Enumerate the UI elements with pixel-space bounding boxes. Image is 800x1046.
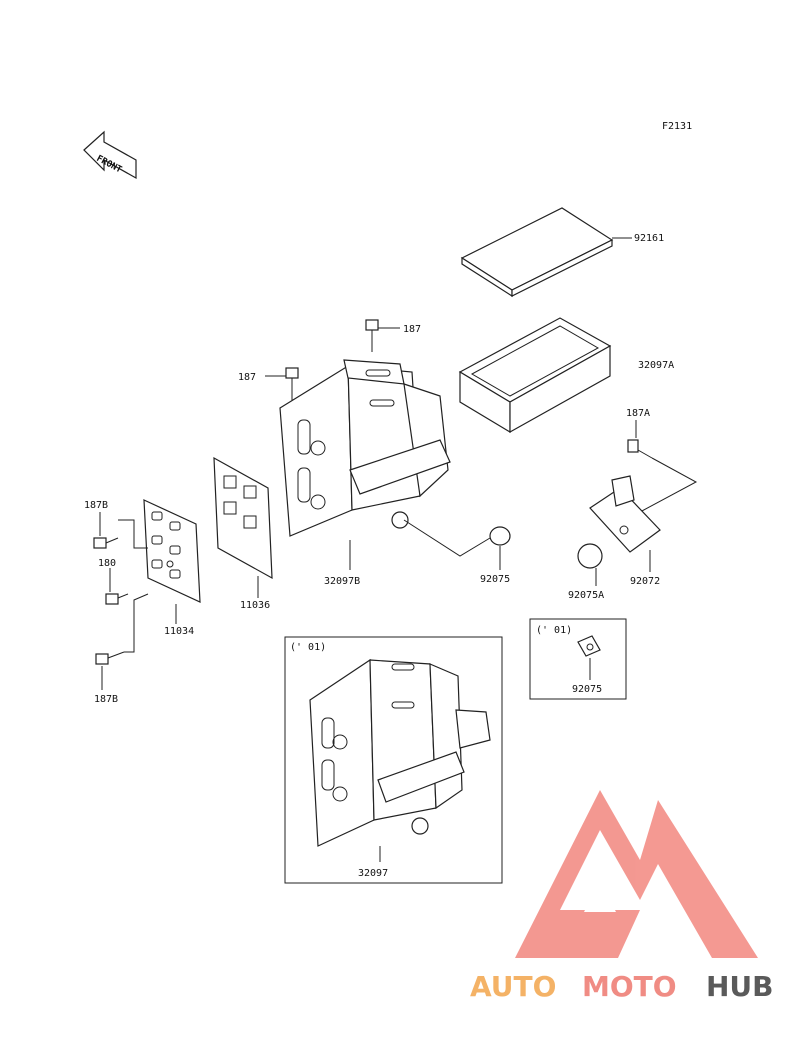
wordmark-hub: HUB xyxy=(706,970,774,1003)
part-92161-pad xyxy=(460,207,632,298)
label-187-top: 187 xyxy=(403,324,421,335)
variant-box-small xyxy=(529,618,627,700)
automotohub-logo-icon xyxy=(515,790,758,958)
bolt-187B-bottom-icon xyxy=(95,593,149,690)
variant-box-large xyxy=(284,636,503,884)
front-arrow-icon: FRONT xyxy=(83,130,137,180)
label-187A: 187A xyxy=(626,408,650,419)
label-92075A: 92075A xyxy=(568,590,604,601)
label-32097A: 32097A xyxy=(638,360,674,371)
wordmark-moto: MOTO xyxy=(582,970,677,1003)
variant-box-large-tag: (' 01) xyxy=(290,642,326,653)
variant-box-small-tag: (' 01) xyxy=(536,625,572,636)
bolt-187B-top-icon xyxy=(93,512,148,549)
bolt-187-left-icon xyxy=(265,367,299,402)
part-32097A-tray xyxy=(458,317,612,434)
part-11034-cover xyxy=(143,499,201,624)
part-92075-grommet xyxy=(403,519,511,570)
part-11036-plate xyxy=(213,456,273,598)
label-180: 180 xyxy=(98,558,116,569)
part-32097B-bracket xyxy=(279,359,451,570)
part-92072-clamp xyxy=(589,475,661,572)
label-187B-top: 187B xyxy=(84,500,108,511)
figure-code: F2131 xyxy=(662,121,692,132)
label-92161: 92161 xyxy=(634,233,664,244)
label-92072: 92072 xyxy=(630,576,660,587)
label-32097B: 32097B xyxy=(324,576,360,587)
screw-180-icon xyxy=(105,568,129,605)
bolt-187-top-icon xyxy=(365,319,400,352)
automotohub-wordmark: AUTO MOTO HUB xyxy=(470,970,774,1003)
label-187B-bottom: 187B xyxy=(94,694,118,705)
bolt-187A-icon xyxy=(627,420,698,513)
variant-box-large-part: 32097 xyxy=(358,868,388,879)
label-187-left: 187 xyxy=(238,372,256,383)
part-92075-grommet-variant xyxy=(577,635,601,680)
label-11036: 11036 xyxy=(240,600,270,611)
part-32097-bracket xyxy=(309,658,491,862)
wordmark-auto: AUTO xyxy=(470,970,556,1003)
variant-box-small-part: 92075 xyxy=(572,684,602,695)
part-92075A-cap xyxy=(577,543,603,586)
label-11034: 11034 xyxy=(164,626,194,637)
label-92075: 92075 xyxy=(480,574,510,585)
